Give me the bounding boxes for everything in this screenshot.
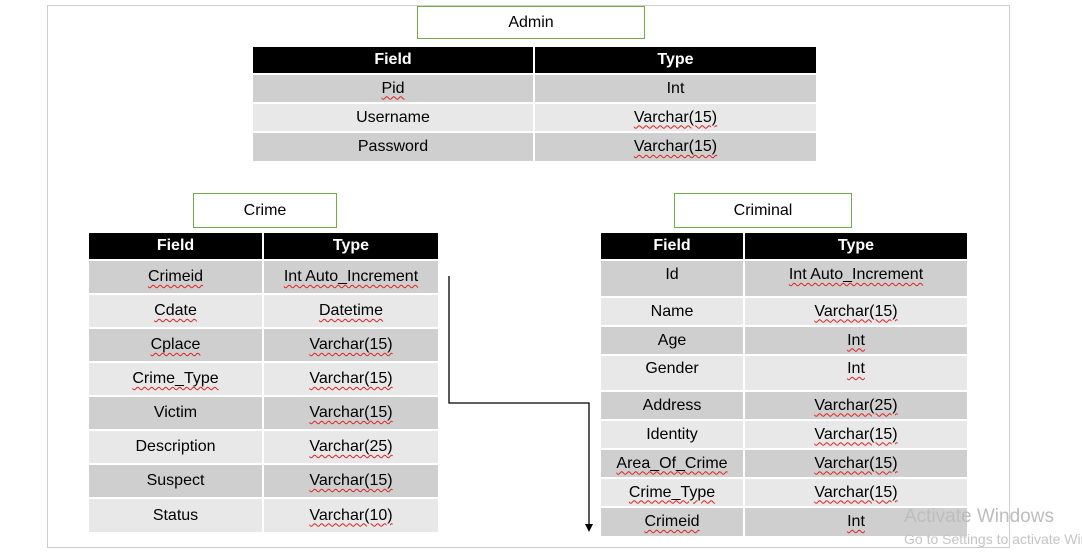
- field-cell: Identity: [601, 419, 745, 449]
- field-cell: Victim: [89, 395, 264, 430]
- type-cell: Varchar(15): [534, 102, 816, 132]
- field-header: Field: [253, 47, 535, 74]
- activate-windows-watermark: Activate Windows: [904, 506, 1054, 527]
- table-row: Address Varchar(25): [601, 390, 967, 420]
- crime-table: Field Type Crimeid Int Auto_Increment Cd…: [89, 233, 438, 532]
- table-row: Username Varchar(15): [253, 102, 816, 132]
- type-cell: Int Auto_Increment: [263, 259, 438, 294]
- table-row: Victim Varchar(15): [89, 395, 438, 430]
- field-cell: Description: [89, 429, 264, 464]
- table-row: Crimeid Int: [601, 506, 967, 536]
- table-row: Cdate Datetime: [89, 293, 438, 328]
- table-row: Crime_Type Varchar(15): [89, 361, 438, 396]
- table-row: Identity Varchar(15): [601, 419, 967, 449]
- field-cell: Name: [601, 296, 745, 326]
- field-cell: Password: [253, 131, 535, 161]
- arrowhead-icon: [585, 524, 593, 532]
- type-cell: Int: [744, 354, 967, 391]
- type-cell: Varchar(15): [263, 361, 438, 396]
- field-cell: Crimeid: [89, 259, 264, 294]
- table-row: Area_Of_Crime Varchar(15): [601, 448, 967, 478]
- table-row: Crime_Type Varchar(15): [601, 477, 967, 507]
- field-cell: Age: [601, 325, 745, 355]
- connector-line: [448, 276, 590, 525]
- field-cell: Id: [601, 259, 745, 297]
- type-header: Type: [534, 47, 816, 74]
- table-row: Status Varchar(10): [89, 497, 438, 532]
- field-cell: Area_Of_Crime: [601, 448, 745, 478]
- field-cell: Address: [601, 390, 745, 420]
- field-cell: Cplace: [89, 327, 264, 362]
- type-cell: Varchar(15): [744, 448, 967, 478]
- field-cell: Gender: [601, 354, 745, 391]
- type-cell: Datetime: [263, 293, 438, 328]
- type-cell: Int Auto_Increment: [744, 259, 967, 297]
- admin-table-title: Admin: [417, 6, 645, 39]
- admin-table: Field Type Pid Int Username Varchar(15) …: [253, 47, 816, 161]
- table-row: Password Varchar(15): [253, 131, 816, 161]
- criminal-table: Field Type Id Int Auto_Increment Name Va…: [601, 233, 967, 536]
- field-header: Field: [601, 233, 745, 260]
- type-cell: Varchar(10): [263, 497, 438, 532]
- field-cell: Username: [253, 102, 535, 132]
- field-cell: Suspect: [89, 463, 264, 498]
- type-cell: Varchar(15): [744, 296, 967, 326]
- type-cell: Int: [744, 325, 967, 355]
- field-cell: Status: [89, 497, 264, 532]
- table-row: Age Int: [601, 325, 967, 355]
- type-cell: Int: [534, 73, 816, 103]
- field-cell: Cdate: [89, 293, 264, 328]
- type-cell: Varchar(15): [263, 463, 438, 498]
- table-row: Gender Int: [601, 354, 967, 391]
- table-row: Pid Int: [253, 73, 816, 103]
- table-row: Cplace Varchar(15): [89, 327, 438, 362]
- type-header: Type: [744, 233, 967, 260]
- type-cell: Varchar(15): [263, 395, 438, 430]
- type-cell: Varchar(25): [744, 390, 967, 420]
- field-cell: Crimeid: [601, 506, 745, 536]
- table-row: Description Varchar(25): [89, 429, 438, 464]
- crime-table-title: Crime: [193, 193, 337, 228]
- type-header: Type: [263, 233, 438, 260]
- type-cell: Varchar(15): [263, 327, 438, 362]
- field-cell: Crime_Type: [601, 477, 745, 507]
- type-cell: Varchar(25): [263, 429, 438, 464]
- field-header: Field: [89, 233, 264, 260]
- table-row: Id Int Auto_Increment: [601, 259, 967, 297]
- table-row: Crimeid Int Auto_Increment: [89, 259, 438, 294]
- table-row: Name Varchar(15): [601, 296, 967, 326]
- criminal-table-title: Criminal: [674, 193, 852, 228]
- field-cell: Crime_Type: [89, 361, 264, 396]
- activate-windows-subtext: Go to Settings to activate Windows.: [904, 531, 1082, 547]
- type-cell: Int: [744, 506, 967, 536]
- type-cell: Varchar(15): [744, 477, 967, 507]
- table-row: Suspect Varchar(15): [89, 463, 438, 498]
- type-cell: Varchar(15): [534, 131, 816, 161]
- type-cell: Varchar(15): [744, 419, 967, 449]
- field-cell: Pid: [253, 73, 535, 103]
